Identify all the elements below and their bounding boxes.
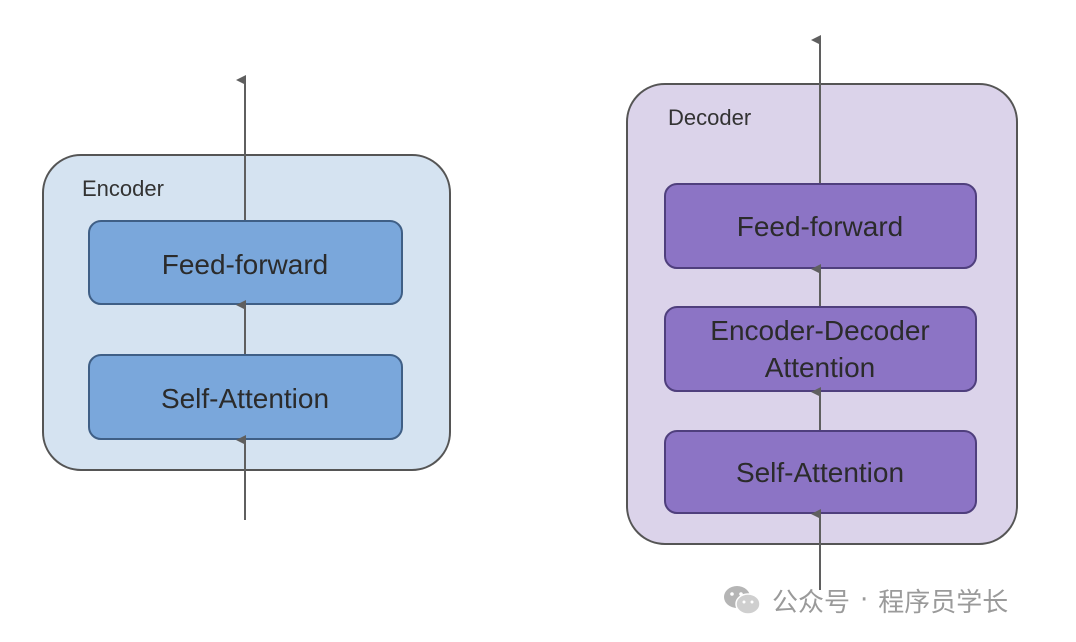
decoder-enc-dec-attention-label-line2: Attention [765,352,876,383]
watermark: 公众号 · 程序员学长 [722,580,1008,620]
decoder-group: Decoder Feed-forward Encoder-Decoder Att… [626,35,1018,590]
watermark-account: 公众号 [772,587,851,618]
watermark-separator: · [860,585,869,615]
decoder-title: Decoder [668,105,751,130]
encoder-self-attention-label: Self-Attention [161,383,329,414]
encoder-title: Encoder [82,176,164,201]
encoder-group: Encoder Feed-forward Self-Attention [42,75,451,520]
decoder-feed-forward-label: Feed-forward [737,211,904,242]
decoder-self-attention-label: Self-Attention [736,457,904,488]
encoder-feed-forward-label: Feed-forward [162,249,329,280]
decoder-enc-dec-attention-label-line1: Encoder-Decoder [710,315,929,346]
watermark-name: 程序员学长 [878,587,1009,618]
wechat-icon [722,583,762,617]
